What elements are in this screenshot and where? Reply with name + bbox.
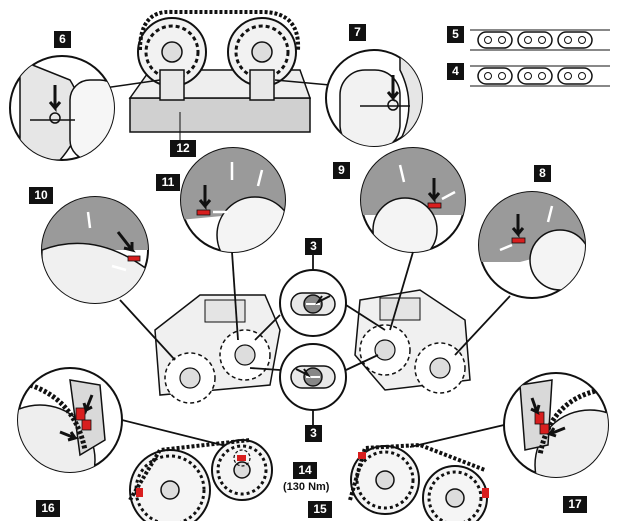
callout-14: 14: [293, 462, 317, 479]
callout-12: 12: [170, 140, 196, 157]
chain-detail-5: [470, 29, 610, 51]
detail-circle-11: [180, 147, 286, 253]
torque-value: (130 Nm): [283, 481, 330, 493]
callout-5: 5: [447, 26, 464, 43]
lower-sprocket-left: [128, 438, 273, 521]
callout-8: 8: [534, 165, 551, 182]
callout-9: 9: [333, 162, 350, 179]
detail-circle-10: [41, 196, 149, 304]
arrow-down-icon: [511, 214, 525, 239]
callout-4: 4: [447, 63, 464, 80]
leader-lines: [119, 251, 511, 448]
arrow-down-icon: [116, 231, 136, 253]
detail-circle-7: [325, 49, 423, 147]
arrow-icon: [295, 368, 311, 378]
callout-3-upper: 3: [305, 238, 322, 255]
detail-circle-17: [503, 372, 609, 478]
timing-chain-top: [138, 9, 301, 51]
cylinder-head-top: [89, 9, 331, 142]
detail-circle-16: [17, 367, 123, 473]
chain-detail-4: [470, 65, 610, 87]
tensioner-detail-lower: [279, 343, 347, 411]
callout-11: 11: [156, 174, 180, 191]
callout-17: 17: [563, 496, 587, 513]
arrow-down-icon: [530, 397, 541, 416]
callout-3-lower: 3: [305, 425, 322, 442]
engine-head-right: [354, 289, 471, 394]
exhaust-sprocket-top: [227, 17, 297, 87]
arrow-down-icon: [198, 185, 212, 211]
intake-sprocket-top: [137, 17, 207, 87]
callout-10: 10: [29, 187, 53, 204]
detail-circle-8: [478, 191, 586, 299]
callout-7: 7: [349, 24, 366, 41]
callout-6: 6: [54, 31, 71, 48]
arrow-down-icon: [82, 394, 94, 415]
detail-circle-9: [360, 147, 466, 253]
engine-head-left: [154, 294, 281, 404]
arrow-left-icon: [545, 426, 566, 438]
arrow-icon: [315, 295, 331, 305]
arrow-right-icon: [59, 430, 80, 442]
callout-16: 16: [36, 500, 60, 517]
arrow-down-icon: [386, 75, 400, 103]
callout-15: 15: [308, 501, 332, 518]
tensioner-detail-upper: [279, 269, 347, 337]
detail-circle-6: [9, 55, 115, 161]
arrow-down-icon: [427, 178, 441, 204]
arrow-down-icon: [48, 85, 62, 113]
lower-sprocket-right: [348, 442, 489, 521]
